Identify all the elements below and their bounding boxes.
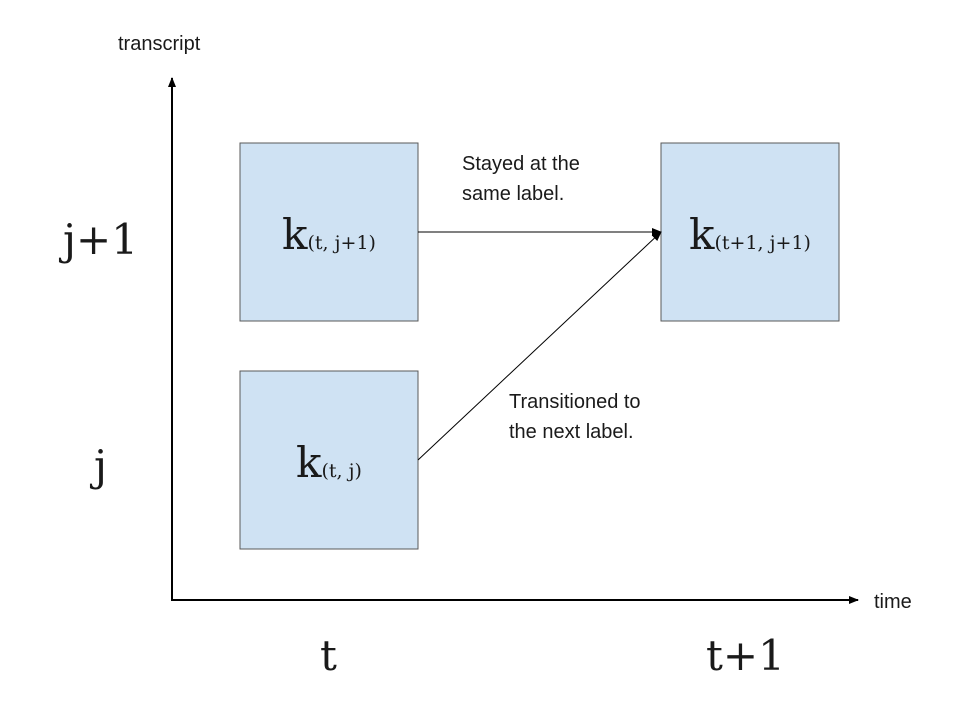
stay-annotation: Stayed at the same label.: [462, 153, 585, 205]
transition-arrow: [417, 231, 662, 461]
column-label-right: t+1: [706, 631, 785, 680]
node-bottom-left-main: k: [296, 438, 322, 487]
transition-annotation-line-1: Transitioned to: [509, 391, 641, 413]
stay-annotation-line-2: same label.: [462, 183, 564, 205]
node-top-right-label: k(t+1, j+1): [689, 210, 811, 259]
node-top-right-subscript: (t+1, j+1): [715, 232, 811, 254]
y-axis-label: transcript: [118, 33, 201, 55]
node-top-left-subscript: (t, j+1): [308, 232, 376, 254]
node-bottom-left-subscript: (t, j): [322, 460, 362, 482]
row-label-lower: j: [89, 441, 107, 490]
row-label-upper: j+1: [58, 215, 138, 264]
transition-annotation: Transitioned to the next label.: [509, 391, 646, 443]
transition-annotation-line-2: the next label.: [509, 421, 634, 443]
node-top-left-label: k(t, j+1): [282, 210, 376, 259]
node-bottom-left-label: k(t, j): [296, 438, 362, 487]
stay-annotation-line-1: Stayed at the: [462, 153, 580, 175]
node-top-left-main: k: [282, 210, 308, 259]
node-top-left: [239, 142, 419, 322]
node-top-right-main: k: [689, 210, 715, 259]
column-label-left: t: [320, 631, 337, 680]
x-axis-label: time: [874, 591, 912, 613]
node-bottom-left: [239, 370, 419, 550]
